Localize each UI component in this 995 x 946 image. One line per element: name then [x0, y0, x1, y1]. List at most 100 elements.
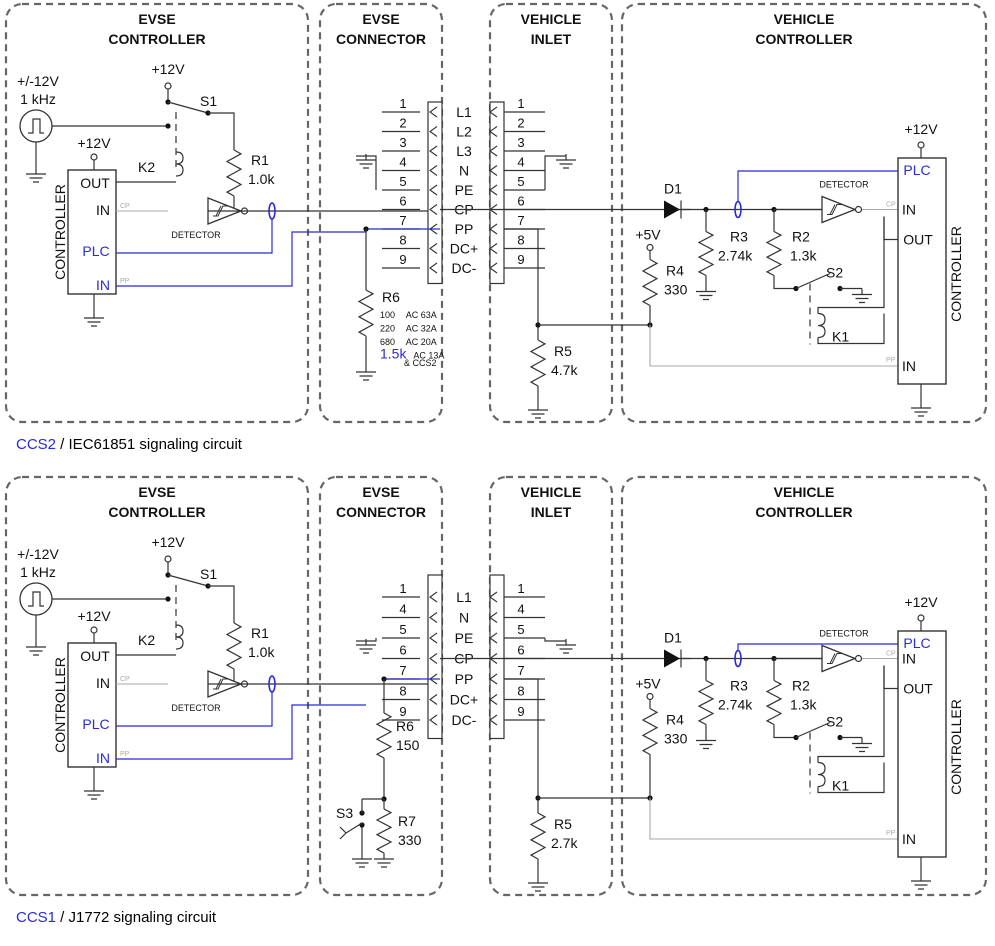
ccs1-oscillator	[19, 582, 53, 616]
ccs2-evse-detector-label: DETECTOR	[171, 230, 221, 240]
ccs2-pin-name-3: N	[459, 163, 469, 179]
ccs2-box-evse-controller	[4, 2, 310, 424]
ccs1-pin-name-4: PP	[455, 671, 474, 687]
ccs2-inlet-pin-num-7: 8	[517, 233, 524, 248]
ccs2-conn-pin-num-0: 1	[399, 96, 406, 111]
ccs1-inlet-pin-icon-5	[489, 694, 498, 705]
ccs2-s1-supply: +12V	[151, 61, 185, 77]
ccs2-r4-supply: +5V	[635, 227, 661, 243]
ccs1-k2-coil	[175, 624, 184, 650]
ccs2-conn-pin-num-8: 9	[399, 252, 406, 267]
ccs2-s1-supply-terminal	[164, 82, 172, 90]
ccs1-box-evse-controller	[4, 475, 310, 897]
ccs1-k1-label: K1	[832, 778, 849, 794]
ccs1-osc-voltage: +/-12V	[17, 546, 59, 562]
ccs1-s2-ground-icon	[852, 742, 872, 753]
ccs2-r1-name: R1	[251, 152, 269, 168]
ccs2-inlet-pin-icon-3	[489, 165, 498, 176]
caption-ccs1: CCS1 / J1772 signaling circuit	[16, 909, 216, 926]
junction-dot	[165, 596, 171, 602]
ccs1-box-evse-connector	[318, 475, 444, 897]
ccs2-s2-blade	[795, 272, 831, 290]
ccs2-veh-out: OUT	[903, 232, 933, 248]
ccs1-box-evse-connector-title-2: CONNECTOR	[336, 504, 426, 520]
ccs1-conn-pin-icon-5	[429, 694, 438, 705]
ccs1-s1-supply: +12V	[151, 534, 185, 550]
ccs1-pin-name-5: DC+	[450, 692, 478, 708]
ccs1-r6-icon	[375, 712, 393, 759]
ccs1-r2-icon	[765, 679, 783, 726]
ccs1-s3-blade	[345, 822, 363, 834]
ccs1-s3-label: S3	[336, 805, 353, 821]
ccs2-d1-icon	[664, 200, 680, 219]
ccs1-s2-blade	[795, 721, 831, 739]
ccs2-pin-name-0: L1	[456, 104, 472, 120]
ccs1-r4-supply: +5V	[635, 676, 661, 692]
ccs2-osc-voltage: +/-12V	[17, 73, 59, 89]
ccs2-box-evse-connector-title-1: EVSE	[362, 11, 399, 27]
ccs1-r7-name: R7	[398, 813, 416, 829]
ccs2-veh-in1: IN	[902, 202, 916, 218]
ccs1-veh-tiny-pp: PP	[886, 830, 896, 837]
ccs1-evse-ctrl-supply-terminal	[90, 626, 98, 634]
wire	[817, 337, 870, 345]
ccs1-r3-icon	[697, 679, 715, 726]
ccs2-veh-ctrl-supply-terminal	[917, 141, 925, 149]
ccs2-evse-controller-block	[67, 169, 117, 295]
ccs2-conn-pin-num-2: 3	[399, 135, 406, 150]
ccs2-pin-name-8: DC-	[452, 260, 477, 276]
ccs2-r5-ground-icon	[528, 409, 548, 419]
wire	[116, 704, 366, 760]
ccs2-veh-ctrl-ground-icon	[911, 407, 931, 417]
ccs2-r4-supply-terminal	[646, 243, 654, 252]
ccs2-r6-value-3: 1.5k	[380, 346, 407, 362]
wire	[817, 216, 885, 314]
ccs2-connector-housing	[427, 101, 443, 285]
ccs2-r4-icon	[641, 258, 659, 307]
ccs1-inlet-pin-num-5: 8	[517, 684, 524, 699]
ccs2-evse-ctrl-supply: +12V	[77, 135, 111, 151]
ccs2-inlet-pin-num-2: 3	[517, 135, 524, 150]
ccs2-box-vehicle-controller-title-1: VEHICLE	[774, 11, 835, 27]
ccs2-inlet-pin-icon-7	[489, 243, 498, 254]
ccs1-d1-label: D1	[664, 630, 682, 646]
ccs2-r6-note-0: AC 63A	[406, 310, 437, 320]
ccs1-conn-pin-icon-0	[429, 591, 438, 603]
caption-ccs2-text: / IEC61851 signaling circuit	[56, 436, 242, 453]
ccs2-box-evse-connector-title-2: CONNECTOR	[336, 31, 426, 47]
ccs2-veh-detector-triangle	[821, 195, 857, 224]
wire	[773, 724, 796, 739]
ccs1-s3-ground-icon	[352, 858, 372, 868]
ccs2-conn-pin-icon-4	[429, 184, 438, 196]
ccs2-inlet-pin-num-0: 1	[517, 96, 524, 111]
ccs2-conn-pin-icon-1	[429, 126, 438, 137]
ccs1-pin-name-6: DC-	[452, 712, 477, 728]
ccs2-box-evse-connector	[318, 2, 444, 424]
caption-ccs1-text: / J1772 signaling circuit	[56, 909, 217, 926]
ccs1-osc-freq: 1 kHz	[20, 564, 56, 580]
ccs1-r4-supply-terminal	[646, 692, 654, 701]
ccs2-box-vehicle-inlet	[488, 2, 614, 424]
ccs2-r6-value-2: 680	[380, 337, 395, 347]
ccs2-evse-out: OUT	[80, 175, 110, 191]
ccs1-evse-controller-block	[67, 642, 117, 768]
ccs1-inlet-pin-icon-2	[489, 632, 498, 644]
ccs2-inlet-pin-num-4: 5	[517, 174, 524, 189]
wire	[870, 313, 885, 345]
wire	[208, 585, 235, 623]
ccs2-inlet-pin-icon-6	[489, 223, 498, 235]
wire	[116, 219, 273, 254]
ccs1-box-vehicle-inlet	[488, 475, 614, 897]
ccs1-veh-controller-label: CONTROLLER	[948, 699, 964, 795]
wire	[817, 665, 885, 763]
wire	[116, 692, 273, 727]
wire	[116, 231, 366, 287]
ccs2-inlet-pin-icon-2	[489, 145, 498, 157]
ccs2-r6-note-2: AC 20A	[406, 337, 437, 347]
ccs2-oscillator	[19, 109, 53, 143]
ccs1-conn-pin-num-2: 5	[399, 622, 406, 637]
ccs2-veh-detector-hysteresis-icon	[827, 204, 842, 215]
ccs1-r3-value: 2.74k	[718, 697, 753, 713]
ccs2-r2-icon	[765, 230, 783, 277]
